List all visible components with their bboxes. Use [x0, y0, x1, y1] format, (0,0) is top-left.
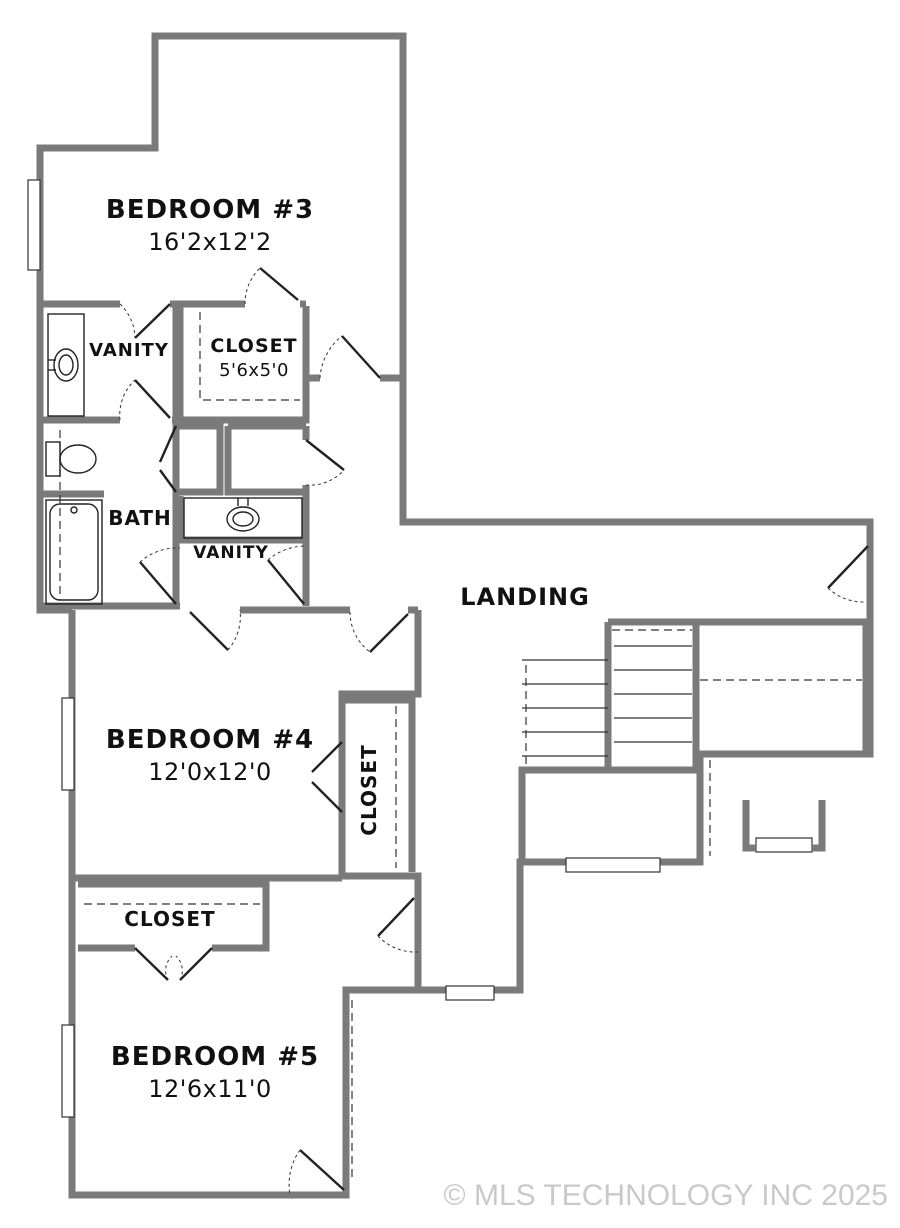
door — [134, 379, 171, 419]
window — [61, 1024, 75, 1118]
door — [158, 425, 178, 463]
door — [134, 947, 169, 981]
vanity-b-name: VANITY — [193, 543, 269, 563]
doors — [119, 267, 869, 1196]
window — [27, 179, 41, 271]
closet4-name: CLOSET — [357, 744, 381, 835]
windows — [27, 179, 826, 1118]
door — [134, 303, 171, 339]
window — [565, 857, 661, 873]
landing-name: LANDING — [460, 583, 590, 611]
door — [305, 439, 345, 471]
watermark: © MLS TECHNOLOGY INC 2025 — [444, 1179, 888, 1212]
stairs — [518, 618, 870, 862]
door — [311, 741, 343, 773]
bedroom5-size: 12'6x11'0 — [148, 1075, 272, 1103]
room-labels: BEDROOM #3 16'2x12'2 CLOSET 5'6x5'0 VANI… — [89, 195, 590, 1103]
door — [341, 335, 381, 379]
bedroom4-size: 12'0x12'0 — [148, 758, 272, 786]
window — [755, 837, 813, 853]
door — [159, 469, 177, 493]
closet5-name: CLOSET — [124, 907, 215, 931]
bath-name: BATH — [108, 506, 172, 530]
door — [827, 545, 869, 589]
bedroom4-name: BEDROOM #4 — [106, 725, 314, 755]
closet3-name: CLOSET — [210, 335, 297, 357]
toilet-icon — [45, 441, 97, 477]
door — [189, 611, 229, 651]
door — [311, 781, 343, 813]
door — [377, 897, 415, 937]
sink-icon — [183, 497, 303, 539]
door — [369, 613, 409, 653]
sink-icon — [47, 313, 85, 417]
window — [445, 985, 495, 1001]
fixtures — [45, 313, 303, 605]
door — [179, 947, 213, 981]
door — [267, 559, 305, 605]
door — [139, 561, 177, 605]
interior-walls — [40, 300, 422, 990]
bathtub-icon — [45, 499, 103, 605]
vanity-a-name: VANITY — [89, 340, 169, 361]
door — [299, 1149, 345, 1191]
window — [61, 697, 75, 791]
bedroom5-name: BEDROOM #5 — [111, 1042, 319, 1072]
bedroom3-name: BEDROOM #3 — [106, 195, 314, 225]
closet3-size: 5'6x5'0 — [219, 360, 289, 381]
bedroom3-size: 16'2x12'2 — [148, 228, 272, 256]
door — [259, 267, 299, 301]
